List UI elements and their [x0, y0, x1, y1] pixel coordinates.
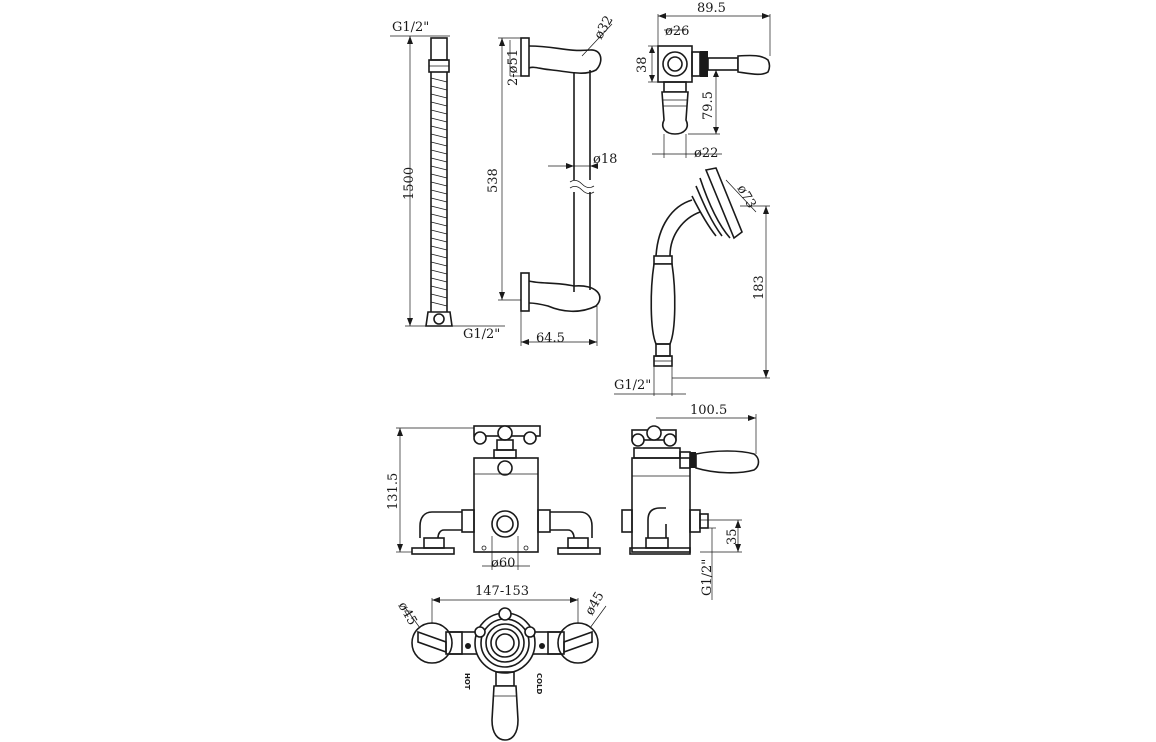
cold-label: COLD	[535, 673, 543, 695]
bracket-base-dia-label: ø22	[694, 146, 718, 161]
rail-top-dia-label: ø32	[591, 13, 616, 42]
valve-top-view: 147-153 ø45 ø45 HOT COLD	[395, 584, 608, 741]
hose-thread-top-label: G1/2"	[392, 20, 429, 35]
valve-left-dia-label: ø45	[395, 600, 420, 629]
shower-hose-view: G1/2" 1500 G1/2"	[390, 20, 505, 342]
rail-flange-dia-label: 2-ø51	[506, 49, 521, 86]
valve-centres-label: 147-153	[475, 584, 529, 599]
bracket-height-label: 38	[635, 56, 650, 73]
handset-length-label: 183	[752, 275, 767, 300]
valve-side-view: 100.5 35 G1/2"	[621, 403, 760, 600]
valve-side-thread-label: G1/2"	[700, 559, 715, 596]
rail-length-label: 538	[486, 168, 501, 193]
valve-front-view: 131.5 ø60	[386, 425, 601, 571]
hose-coil-texture	[430, 77, 448, 307]
slide-rail-view: 2-ø51 ø32 538 ø18 64.5	[486, 13, 617, 346]
hose-thread-bottom-label: G1/2"	[463, 327, 500, 342]
handset-view: ø73 183 G1/2"	[614, 167, 770, 396]
hose-length-label: 1500	[402, 167, 417, 200]
bracket-dia-label: ø26	[665, 24, 689, 39]
bracket-lever-label: 79.5	[701, 91, 716, 120]
hot-label: HOT	[463, 673, 471, 690]
valve-side-offset-label: 35	[725, 528, 740, 545]
valve-height-label: 131.5	[386, 473, 401, 510]
handset-head-dia-label: ø73	[734, 183, 759, 212]
rail-tube-dia-label: ø18	[593, 152, 617, 167]
valve-right-dia-label: ø45	[582, 589, 607, 618]
slider-bracket-view: 89.5 ø26 38 79.5 ø22	[635, 1, 771, 161]
rail-projection-label: 64.5	[536, 331, 565, 346]
handset-thread-label: G1/2"	[614, 378, 651, 393]
bracket-width-label: 89.5	[697, 1, 726, 16]
valve-outlet-dia-label: ø60	[491, 556, 515, 571]
valve-side-width-label: 100.5	[690, 403, 727, 418]
